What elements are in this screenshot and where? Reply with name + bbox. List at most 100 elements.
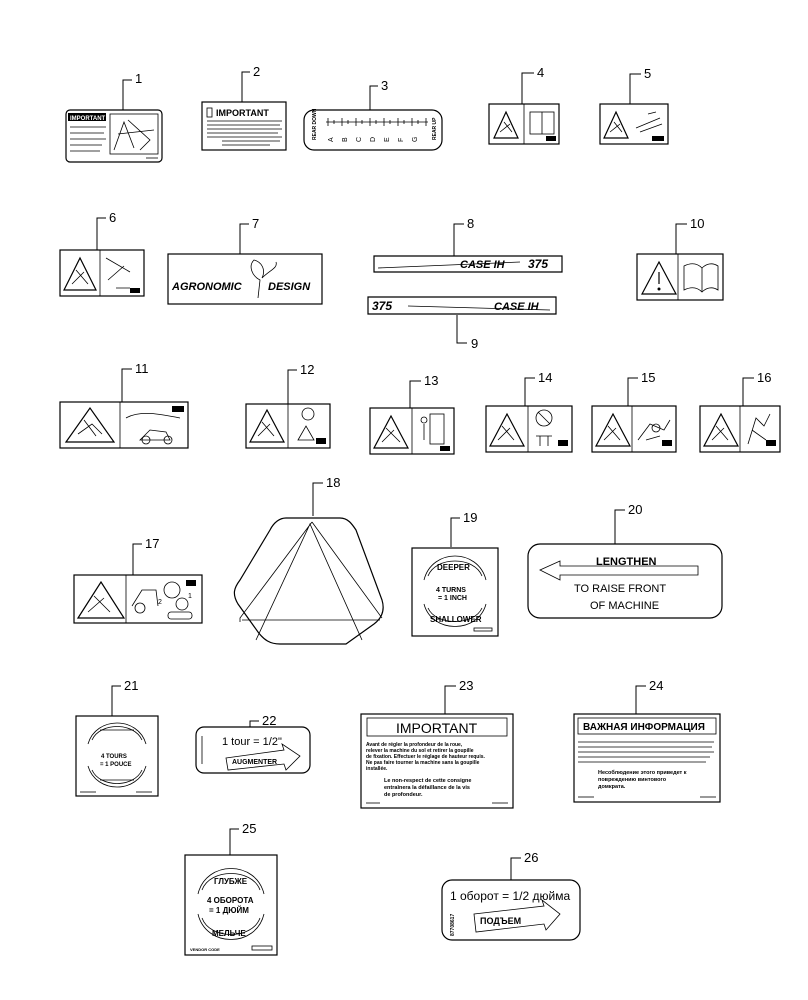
tractor-icon [131, 589, 159, 607]
gauge-letter-a: A [328, 137, 335, 142]
decal-23-w1: Le non-respect de cette consigne [384, 778, 471, 784]
arrow-left-icon [539, 560, 699, 581]
decal-20-lengthen: LENGTHEN TO RAISE FRONT OF MACHINE [527, 543, 723, 619]
decal-23-w3: de profondeur. [384, 792, 423, 798]
callout-25: 25 [242, 821, 256, 836]
decal-19-mid2: = 1 INCH [438, 595, 467, 602]
decal-11-warning [59, 401, 189, 449]
decal-24-w1: Несоблюдение этого приведет к [598, 769, 687, 776]
decal-7-agronomic-design: AGRONOMIC DESIGN [167, 253, 323, 305]
decal-12-warning [245, 403, 331, 449]
decal-21-mid1: 4 TOURS [101, 754, 127, 760]
decal-4-warning [488, 103, 560, 145]
warning-triangle-icon [595, 412, 631, 447]
callout-11: 11 [135, 361, 149, 376]
gauge-letter-c: C [356, 137, 363, 142]
decal-25-bottom: МЕЛЬЧЕ [212, 929, 246, 938]
leader-lines [96, 71, 754, 880]
warning-triangle-icon [603, 110, 629, 139]
decal-9-model: 375 [372, 299, 392, 313]
leader-18 [312, 482, 323, 516]
decal-1-important: IMPORTANT [65, 109, 163, 163]
decal-25-depth-adjust-ru: ГЛУБЖЕ 4 ОБОРОТА = 1 ДЮЙМ МЕЛЬЧЕ VENDOR … [184, 854, 278, 956]
gauge-letter-b: B [342, 137, 349, 142]
decal-22-arrow: AUGMENTER [232, 759, 277, 766]
leader-12 [287, 369, 297, 404]
leader-24 [635, 685, 646, 714]
decal-19-depth-adjust: DEEPER 4 TURNS = 1 INCH SHALLOWER [411, 547, 499, 637]
callout-12: 12 [300, 362, 314, 377]
decal-24-important-ru: ВАЖНАЯ ИНФОРМАЦИЯ Несоблюдение этого при… [573, 713, 721, 803]
decal-18-slow-moving-vehicle [233, 517, 384, 645]
callout-5: 5 [644, 66, 651, 81]
decal-15-warning [591, 405, 677, 453]
callout-21: 21 [124, 678, 138, 693]
callout-15: 15 [641, 370, 655, 385]
callout-2: 2 [253, 64, 260, 79]
leader-3 [369, 85, 378, 110]
decal-3-right-label: REAR UP [432, 117, 438, 140]
callout-6: 6 [109, 210, 116, 225]
callout-20: 20 [628, 502, 642, 517]
callout-10: 10 [690, 216, 704, 231]
decal-3-left-label: REAR DOWN [312, 108, 318, 140]
no-entry-icon [301, 407, 315, 421]
warning-triangle-icon [493, 110, 519, 139]
crush-hazard-icon [637, 419, 671, 441]
callout-22: 22 [262, 713, 276, 728]
decal-17-warning: 2 1 [73, 574, 203, 624]
warning-triangle-icon [249, 408, 285, 443]
decal-19-top: DEEPER [437, 563, 470, 572]
decal-16-warning [699, 405, 781, 453]
decal-13-warning [369, 407, 455, 455]
decal-25-mid2: = 1 ДЮЙМ [209, 906, 249, 915]
callout-14: 14 [538, 370, 552, 385]
leader-14 [524, 377, 535, 406]
callout-7: 7 [252, 216, 259, 231]
jack-illustration-icon [113, 119, 155, 151]
leader-8 [453, 223, 464, 256]
decal-26-arrow: ПОДЪЕМ [480, 916, 521, 926]
decal-23-p3: de fixation. Effectuer le réglage de hau… [366, 754, 486, 760]
leader-13 [409, 380, 421, 408]
decal-26-code: 87708617 [450, 914, 456, 936]
decal-26-text: 1 оборот = 1/2 дюйма [450, 889, 570, 903]
manual-book-icon [683, 263, 719, 293]
decal-3-depth-gauge: REAR DOWN REAR UP A B C D E F G [303, 108, 443, 151]
decal-1-title: IMPORTANT [70, 116, 106, 122]
gauge-letter-g: G [412, 137, 419, 142]
leader-1 [122, 79, 132, 110]
leader-2 [241, 71, 250, 102]
arrow-right-icon [473, 898, 561, 933]
decal-19-mid1: 4 TURNS [436, 587, 466, 594]
leader-23 [444, 685, 456, 714]
fall-hazard-icon [105, 257, 131, 289]
leader-4 [521, 72, 534, 104]
callout-13: 13 [424, 373, 438, 388]
leader-25 [229, 828, 239, 855]
decal-9-case-ih-stripe: 375 CASE IH [367, 296, 557, 315]
decal-24-w3: домкрата. [598, 784, 626, 790]
decal-14-warning [485, 405, 573, 453]
callout-labels: 1 2 3 4 5 6 7 8 9 10 11 12 13 14 15 16 1… [109, 64, 771, 865]
leader-10 [675, 223, 687, 254]
decal-23-important-fr: IMPORTANT Avant de régler la profondeur … [360, 713, 514, 809]
prohibition-icon [535, 409, 553, 427]
decal-25-top: ГЛУБЖЕ [214, 877, 248, 886]
leader-21 [111, 685, 121, 716]
callout-19: 19 [463, 510, 477, 525]
leader-17 [132, 543, 142, 575]
decal-23-p4: Ne pas faire tourner la machine sans la … [366, 760, 480, 766]
decal-20-line3: OF MACHINE [590, 600, 659, 612]
decal-2-title: IMPORTANT [216, 108, 269, 118]
decal-23-w2: entraînera la défaillance de la vis [384, 785, 470, 791]
warning-triangle-icon [76, 580, 126, 619]
decal-23-p5: installée. [366, 766, 388, 772]
gauge-letter-d: D [370, 137, 377, 142]
decal-6-warning [59, 249, 145, 297]
decal-5-warning [599, 103, 669, 145]
warning-triangle-icon [703, 412, 739, 447]
callout-17: 17 [145, 536, 159, 551]
decal-24-title: ВАЖНАЯ ИНФОРМАЦИЯ [583, 722, 705, 733]
callout-23: 23 [459, 678, 473, 693]
